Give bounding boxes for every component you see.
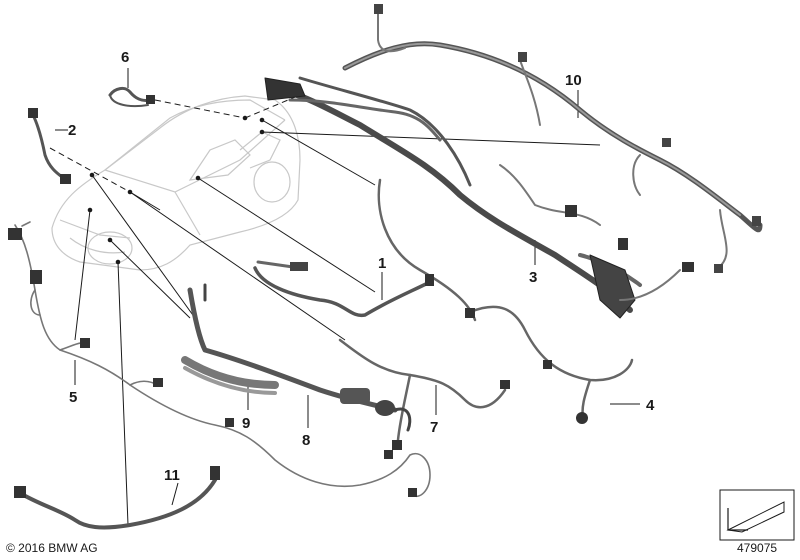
leader-3 [261,119,376,186]
harness-2 [28,108,71,184]
callout-labels: 1 2 3 4 5 6 7 8 9 10 11 [68,49,655,484]
callout-8: 8 [302,432,310,449]
car-outline [51,95,301,271]
harness-1 [253,260,434,318]
callout-4: 4 [646,397,655,414]
arrow-icon [726,501,785,533]
harness-4 [377,178,634,424]
leader-lines [49,68,640,526]
harness-10 [342,4,763,273]
callout-5: 5 [69,389,77,406]
callout-9: 9 [242,415,250,432]
leader-dots [87,115,265,265]
leader-8a [91,174,196,319]
callout-2: 2 [68,122,76,139]
leader-11 [117,261,129,526]
callout-6: 6 [121,49,129,66]
leader-9 [109,239,191,319]
harness-6 [108,86,155,108]
leader-7 [129,191,346,341]
harness-3 [264,76,694,319]
leader-5 [74,209,91,341]
copyright-text: © 2016 BMW AG [6,541,98,555]
cables [8,4,763,530]
callout-7: 7 [430,419,438,436]
leader-10 [261,131,601,146]
callout-11: 11 [164,467,180,484]
diagram-icon-box [719,489,795,541]
diagram-number: 479075 [737,541,778,555]
callout-3: 3 [529,269,537,286]
harness-8-9 [181,283,412,432]
callout-1: 1 [378,255,386,272]
callout-line-11 [171,482,179,506]
leader-dash-2 [49,147,131,193]
harness-5 [8,221,431,497]
callout-10: 10 [565,72,582,89]
leader-dash-6 [154,99,246,119]
leader-1 [197,177,376,293]
harness-11 [14,466,220,530]
